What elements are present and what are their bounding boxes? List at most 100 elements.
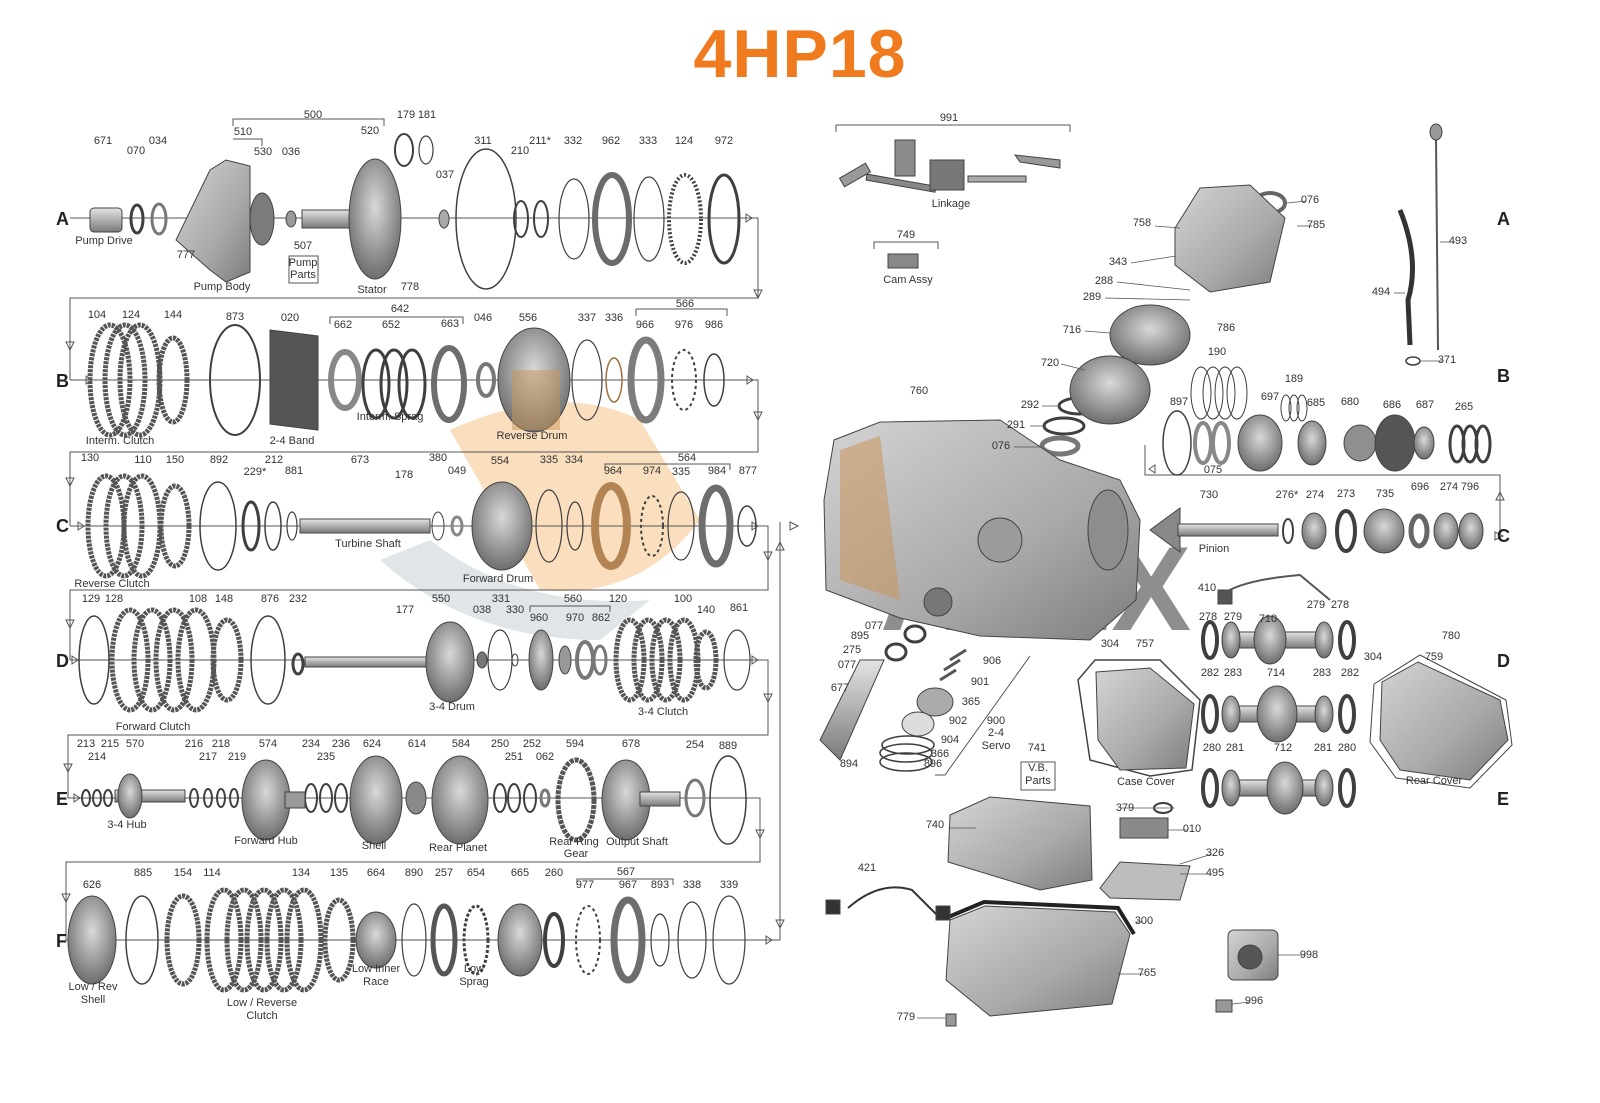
part-number-label: 664 <box>367 867 385 879</box>
part-name-label: Pump Drive <box>75 235 132 247</box>
part-number-label: 626 <box>83 879 101 891</box>
part-name-label: Linkage <box>932 198 971 210</box>
part-name-label: Servo <box>982 740 1011 752</box>
part-number-label: 889 <box>719 740 737 752</box>
part-number-label: 250 <box>491 738 509 750</box>
part-number-label: 642 <box>391 303 409 315</box>
part-number-label: 758 <box>1133 217 1151 229</box>
part-number-label: 124 <box>675 135 693 147</box>
part-number-label: 211* <box>529 135 552 147</box>
row-letter-left: B <box>56 371 69 391</box>
part-number-label: 110 <box>134 454 152 466</box>
part-number-label: 128 <box>105 593 123 605</box>
part-number-label: 335 <box>672 466 690 478</box>
part-number-label: 333 <box>639 135 657 147</box>
part-number-label: 566 <box>676 298 694 310</box>
part-name-label: Forward Hub <box>234 835 298 847</box>
part-number-label: 662 <box>334 319 352 331</box>
part-name-label: Interm. Clutch <box>86 435 154 447</box>
part-number-label: 282 <box>1201 667 1219 679</box>
part-number-label: 252 <box>523 738 541 750</box>
part-number-label: 154 <box>174 867 192 879</box>
part-number-label: 077 <box>838 659 856 671</box>
part-number-label: 380 <box>429 452 447 464</box>
part-number-label: 785 <box>1307 219 1325 231</box>
part-number-label: 130 <box>81 452 99 464</box>
part-number-label: 974 <box>643 465 661 477</box>
part-name-label: Low Inner <box>352 963 401 975</box>
part-number-label: 687 <box>1416 399 1434 411</box>
part-name-label: 3-4 Drum <box>429 701 475 713</box>
part-number-label: 282 <box>1341 667 1359 679</box>
part-number-label: 336 <box>605 312 623 324</box>
part-number-label: 510 <box>234 126 252 138</box>
part-number-label: 966 <box>636 319 654 331</box>
part-number-label: 076 <box>1301 194 1319 206</box>
part-number-label: 010 <box>1183 823 1201 835</box>
part-number-label: 967 <box>619 879 637 891</box>
part-number-label: 493 <box>1449 235 1467 247</box>
part-number-label: 100 <box>674 593 692 605</box>
part-number-label: 114 <box>203 867 221 879</box>
part-number-label: 331 <box>492 593 510 605</box>
part-number-label: 740 <box>926 819 944 831</box>
part-name-label: Rear Cover <box>1406 775 1463 787</box>
part-number-label: 075 <box>1204 464 1222 476</box>
part-number-label: 964 <box>604 465 622 477</box>
part-number-label: 584 <box>452 738 470 750</box>
part-number-label: 900 <box>987 715 1005 727</box>
part-number-label: 251 <box>505 751 523 763</box>
part-number-label: 500 <box>304 109 322 121</box>
part-number-label: 716 <box>1063 324 1081 336</box>
part-number-label: 895 <box>851 630 869 642</box>
part-name-label: Race <box>363 976 389 988</box>
diagram-title: 4HP18 <box>693 16 907 92</box>
row-letter-right: C <box>1497 526 1510 546</box>
part-name-label: Low <box>464 963 484 975</box>
part-number-label: 779 <box>897 1011 915 1023</box>
part-number-label: 181 <box>418 109 436 121</box>
part-number-label: 335 <box>540 454 558 466</box>
part-number-label: 020 <box>281 312 299 324</box>
part-number-label: 686 <box>1383 399 1401 411</box>
part-number-label: 179 <box>397 109 415 121</box>
part-number-label: 343 <box>1109 256 1127 268</box>
part-number-label: 304 <box>1364 651 1382 663</box>
part-number-label: 902 <box>949 715 967 727</box>
part-number-label: 235 <box>317 751 335 763</box>
part-number-label: 046 <box>474 312 492 324</box>
part-number-label: 276* <box>1276 489 1299 501</box>
part-number-label: 129 <box>82 593 100 605</box>
part-number-label: 148 <box>215 593 233 605</box>
part-name-label: Parts <box>1025 775 1051 787</box>
part-number-label: 741 <box>1028 742 1046 754</box>
part-number-label: 678 <box>622 738 640 750</box>
part-number-label: 720 <box>1041 357 1059 369</box>
part-name-label: Stator <box>357 284 387 296</box>
row-letter-left: A <box>56 209 69 229</box>
part-number-label: 260 <box>545 867 563 879</box>
part-number-label: 885 <box>134 867 152 879</box>
part-number-label: 881 <box>285 465 303 477</box>
row-letter-left: E <box>56 789 69 809</box>
part-number-label: 520 <box>361 125 379 137</box>
leader-lines <box>917 200 1455 1019</box>
part-number-label: 190 <box>1208 346 1226 358</box>
row-frame-lines <box>65 118 1501 941</box>
part-number-label: 219 <box>228 751 246 763</box>
part-number-label: 495 <box>1206 867 1224 879</box>
row-letter-right: A <box>1497 209 1510 229</box>
part-number-label: 274 <box>1440 481 1458 493</box>
part-number-label: 570 <box>126 738 144 750</box>
part-number-label: 234 <box>302 738 320 750</box>
row-letter-right: B <box>1497 366 1510 386</box>
part-number-label: 289 <box>1083 291 1101 303</box>
part-number-label: 696 <box>1411 481 1429 493</box>
part-number-label: 232 <box>289 593 307 605</box>
part-number-label: 215 <box>101 738 119 750</box>
part-number-label: 280 <box>1203 742 1221 754</box>
part-number-label: 977 <box>576 879 594 891</box>
part-name-label: 2-4 Band <box>270 435 315 447</box>
solid-parts <box>67 123 1513 1027</box>
